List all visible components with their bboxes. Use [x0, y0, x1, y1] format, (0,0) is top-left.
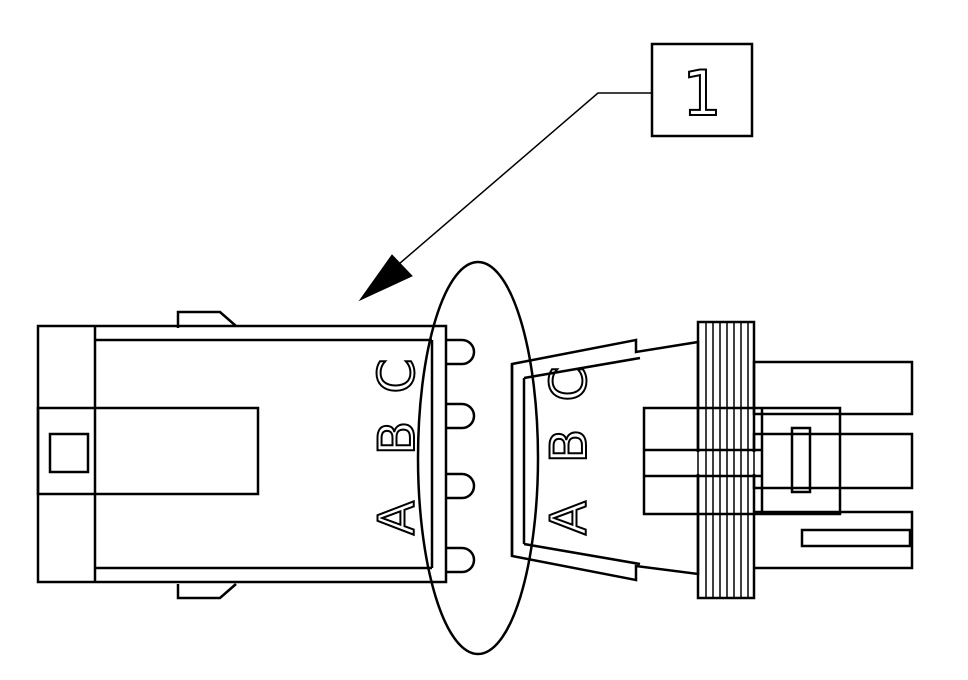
latch-lever [642, 406, 842, 516]
latch-slot [790, 426, 812, 494]
leader-line [391, 92, 652, 271]
connector-left: A B C [36, 310, 476, 600]
terminal-block-top [752, 360, 914, 416]
top-latch [176, 310, 237, 328]
connector-right: A B C [510, 320, 914, 600]
pin [446, 472, 476, 500]
callout: 1 [358, 42, 754, 302]
terminal-block-mid [752, 432, 914, 490]
pin-label-b: B [540, 429, 598, 463]
arrow-head [358, 254, 413, 302]
terminal-slot [800, 528, 912, 548]
pin [446, 338, 476, 366]
lock-square [48, 432, 90, 474]
pin-label-c: C [540, 367, 598, 402]
callout-box [650, 42, 754, 138]
terminal-block-bottom [754, 510, 914, 570]
pin-label-c: C [368, 359, 426, 394]
callout-number: 1 [682, 57, 721, 130]
pin [446, 546, 476, 574]
lock-window [36, 406, 260, 496]
pin-label-a: A [368, 501, 426, 535]
highlight-ellipse [416, 260, 540, 656]
pin [446, 402, 476, 430]
bottom-latch [176, 583, 237, 600]
pin-label-a: A [540, 501, 598, 535]
